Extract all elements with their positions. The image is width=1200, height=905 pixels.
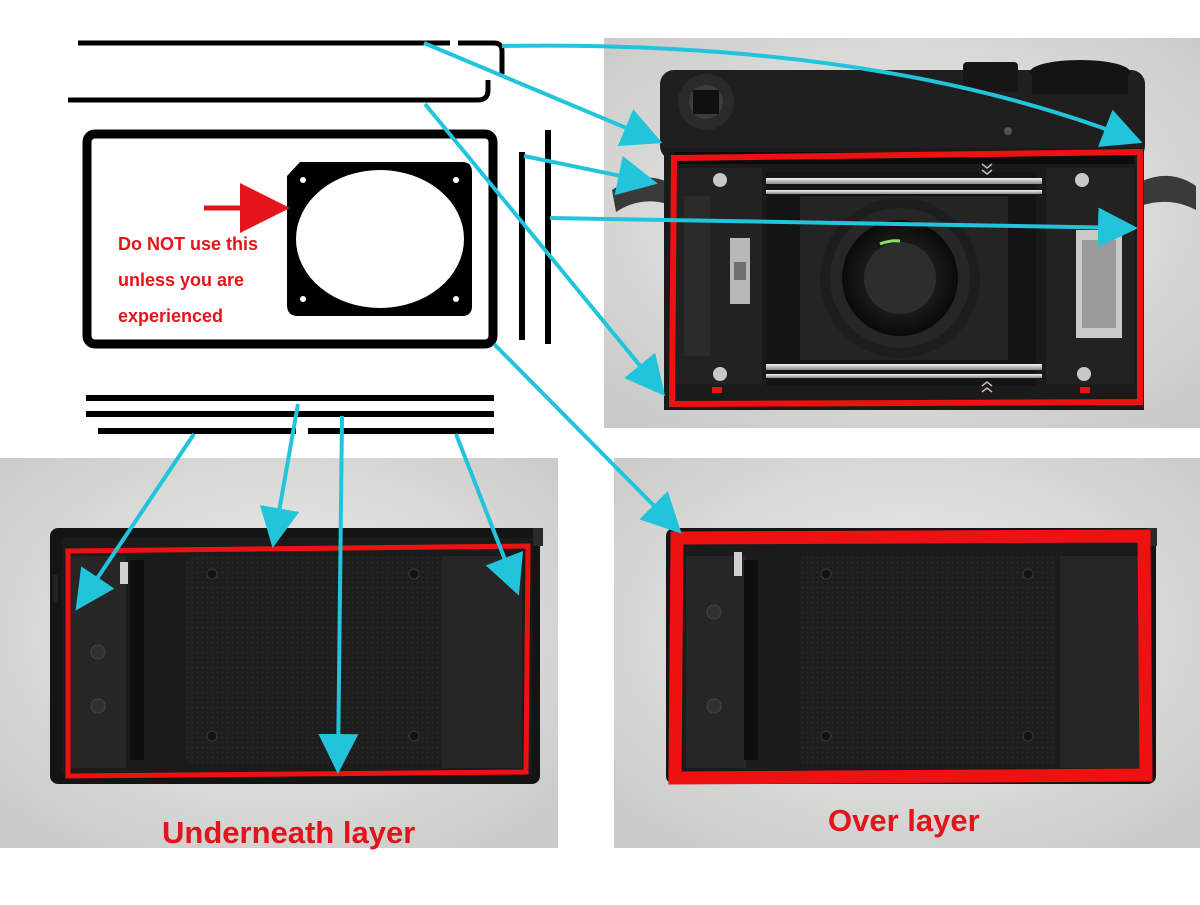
arrow-strip-to-underneath-left — [75, 432, 196, 611]
arrow-top-strip-to-camera-top — [423, 41, 663, 147]
camera-photo — [604, 38, 1200, 428]
caption-underneath-layer: Underneath layer — [162, 815, 416, 850]
over-layer-photo — [614, 458, 1200, 848]
warning-line-2: unless you are — [118, 270, 245, 290]
connector-arrows — [75, 41, 1143, 774]
schematic-top-strip — [68, 40, 505, 103]
arrow-side-bar-to-camera-left — [523, 154, 658, 196]
arrow-frame-to-over-layer — [492, 342, 682, 534]
schematic-lens-plate — [287, 162, 472, 316]
warning-line-3: experienced — [118, 306, 224, 326]
arrow-strip-to-underneath-bottom — [318, 415, 359, 774]
schematic-bottom-strips — [86, 395, 494, 434]
arrow-side-bar-to-camera-right — [549, 207, 1138, 248]
arrow-strip-to-underneath-top — [259, 403, 300, 548]
arrow-top-strip-to-camera-right — [501, 43, 1143, 147]
warning-line-1: Do NOT use this — [118, 234, 259, 254]
schematic-mask-frame — [82, 129, 498, 349]
arrow-strip-to-camera-lower — [423, 102, 666, 397]
arrow-strip-to-underneath-right — [454, 433, 524, 596]
caption-over-layer: Over layer — [828, 803, 980, 838]
schematic-side-bars — [519, 130, 551, 344]
